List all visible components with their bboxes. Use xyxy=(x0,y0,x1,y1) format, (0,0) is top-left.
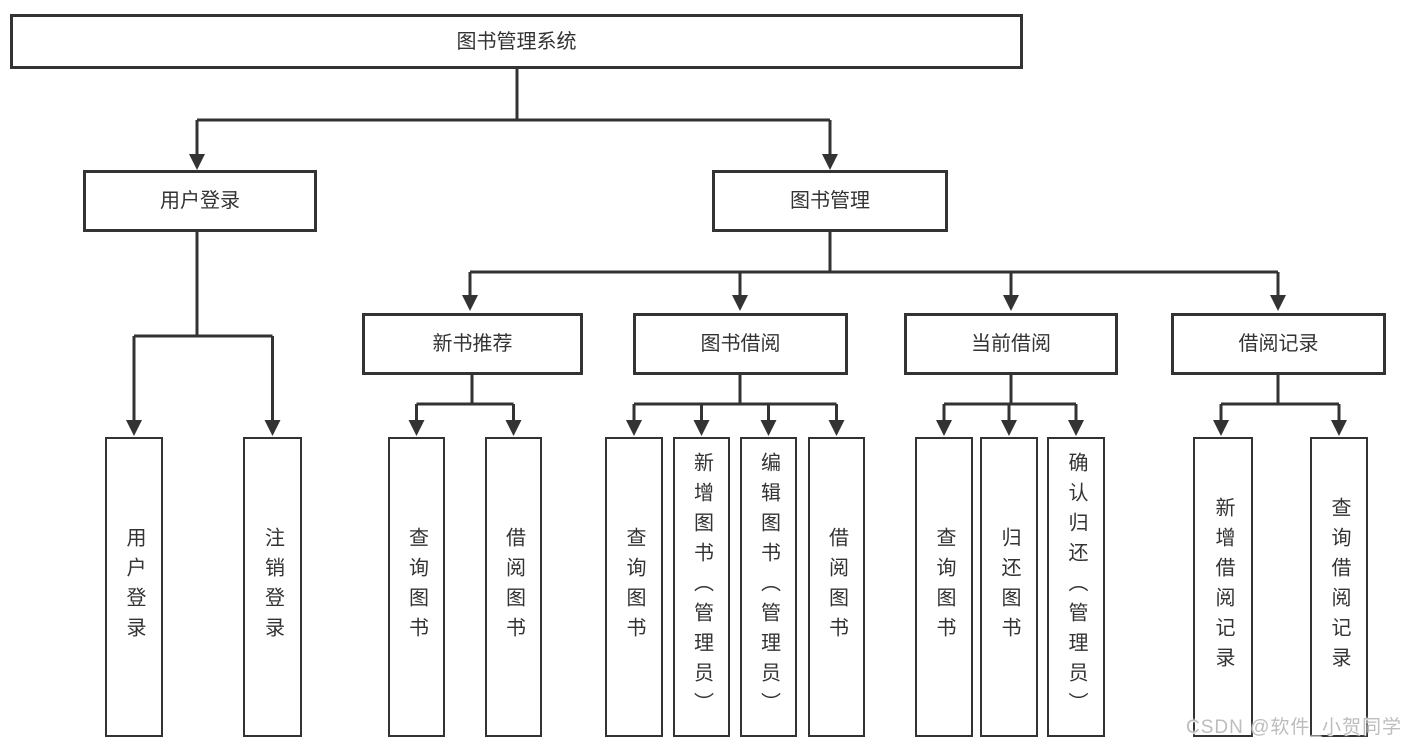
node-user-login: 用户登录 xyxy=(83,170,317,232)
node-new-book-recommendation: 新书推荐 xyxy=(362,313,583,375)
arrowheads-book-borrow-children xyxy=(626,420,845,436)
leaf-logout-label: 注销登录 xyxy=(261,527,284,647)
leaf-br-add-record-label: 新增借阅记录 xyxy=(1212,497,1234,677)
connector-current-borrow-children xyxy=(942,375,1078,423)
leaf-user-login-label: 用户登录 xyxy=(123,527,145,647)
leaf-bb-borrow-books: 借阅图书 xyxy=(808,437,865,737)
leaf-bb-borrow-books-label: 借阅图书 xyxy=(825,527,848,647)
node-book-borrowing: 图书借阅 xyxy=(633,313,848,375)
leaf-rec-borrow-books: 借阅图书 xyxy=(485,437,542,737)
arrowheads-user-login-children xyxy=(126,420,281,436)
connector-new-book-rec-children xyxy=(415,375,515,423)
arrowheads-level2 xyxy=(189,154,838,170)
node-library-management-system: 图书管理系统 xyxy=(10,14,1023,69)
leaf-br-add-record: 新增借阅记录 xyxy=(1193,437,1253,737)
leaf-bb-query-books-label: 查询图书 xyxy=(623,527,645,647)
leaf-cb-return-books: 归还图书 xyxy=(980,437,1038,737)
arrowheads-current-borrow-children xyxy=(936,420,1084,436)
leaf-cb-confirm-return-admin: 确认归还（管理员） xyxy=(1047,437,1105,737)
leaf-br-query-record: 查询借阅记录 xyxy=(1310,437,1368,737)
arrowheads-new-book-rec-children xyxy=(408,420,522,436)
leaf-cb-query-books: 查询图书 xyxy=(915,437,973,737)
connector-root-to-level2 xyxy=(195,69,832,158)
leaf-bb-add-books-admin: 新增图书（管理员） xyxy=(673,437,730,737)
leaf-cb-query-books-label: 查询图书 xyxy=(933,527,955,647)
arrowheads-level3 xyxy=(462,295,1286,311)
leaf-rec-query-books: 查询图书 xyxy=(388,437,445,737)
leaf-cb-confirm-return-admin-label: 确认归还（管理员） xyxy=(1065,452,1087,722)
leaf-cb-return-books-label: 归还图书 xyxy=(998,527,1020,647)
connector-borrow-records-children xyxy=(1219,375,1341,423)
arrowheads-borrow-records-children xyxy=(1213,420,1347,436)
leaf-logout: 注销登录 xyxy=(243,437,302,737)
leaf-bb-edit-books-admin-label: 编辑图书（管理员） xyxy=(757,452,780,722)
leaf-user-login: 用户登录 xyxy=(105,437,163,737)
leaf-bb-add-books-admin-label: 新增图书（管理员） xyxy=(690,452,713,722)
node-book-management: 图书管理 xyxy=(712,170,948,232)
leaf-bb-edit-books-admin: 编辑图书（管理员） xyxy=(740,437,797,737)
connector-book-borrow-children xyxy=(632,375,838,423)
connector-user-login-children xyxy=(132,232,274,423)
connector-book-mgmt-to-level3 xyxy=(468,232,1280,298)
node-current-borrowing: 当前借阅 xyxy=(904,313,1118,375)
node-borrowing-records: 借阅记录 xyxy=(1171,313,1386,375)
leaf-rec-query-books-label: 查询图书 xyxy=(405,527,428,647)
leaf-rec-borrow-books-label: 借阅图书 xyxy=(502,527,525,647)
leaf-bb-query-books: 查询图书 xyxy=(605,437,663,737)
leaf-br-query-record-label: 查询借阅记录 xyxy=(1328,497,1350,677)
csdn-watermark: CSDN @软件_小贺同学 xyxy=(1186,717,1402,738)
